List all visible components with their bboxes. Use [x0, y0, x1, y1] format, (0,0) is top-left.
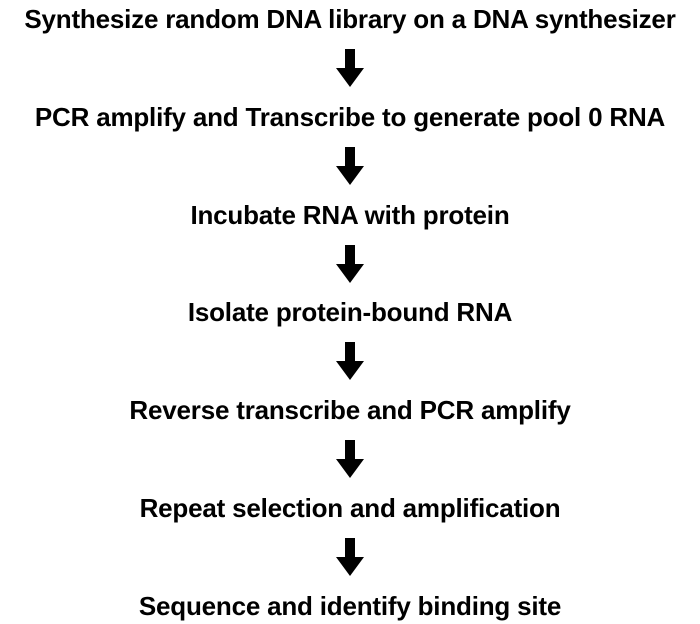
- flow-step-2: PCR amplify and Transcribe to generate p…: [34, 101, 666, 132]
- down-arrow-icon: [336, 146, 364, 185]
- flow-step-6: Repeat selection and amplification: [139, 493, 561, 524]
- flow-step-4: Isolate protein-bound RNA: [187, 297, 513, 328]
- flow-step-7: Sequence and identify binding site: [138, 590, 562, 621]
- down-arrow-icon: [336, 440, 364, 479]
- flow-step-5: Reverse transcribe and PCR amplify: [129, 395, 571, 426]
- flow-step-1: Synthesize random DNA library on a DNA s…: [24, 4, 676, 34]
- flow-step-3: Incubate RNA with protein: [190, 199, 510, 230]
- down-arrow-icon: [336, 342, 364, 381]
- down-arrow-icon: [336, 48, 364, 87]
- down-arrow-icon: [336, 537, 364, 576]
- down-arrow-icon: [336, 244, 364, 283]
